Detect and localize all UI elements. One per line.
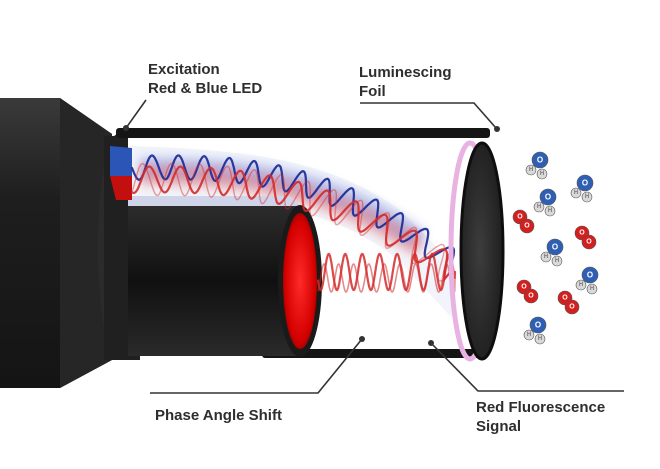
label-foil-line1: Luminescing [359,64,452,81]
red-led-source [110,176,132,200]
hydrogen-atom [570,187,582,199]
leader-dot-phase [359,336,365,342]
hydrogen-atom [551,255,563,267]
label-foil-line2: Foil [359,83,386,100]
oxygen-label: O [586,239,592,246]
hydrogen-atom [540,251,552,263]
leader-excitation [125,99,147,129]
blue-led [110,146,132,176]
hydrogen-label: H [555,258,559,264]
leader-dot-red [428,340,434,346]
hydrogen-label: H [590,286,594,292]
oxygen-label: O [569,304,575,311]
red-fluorescence-wave [316,252,457,292]
sensor-body-taper [60,98,112,388]
hydrogen-atom [586,283,598,295]
oxygen-atom-water [531,151,549,169]
hydrogen-atom [581,191,593,203]
red-fluorescence-wave-2 [317,263,456,293]
hydrogen-label: H [585,194,589,200]
inner-fiber [128,206,300,356]
hydrogen-label: H [537,204,541,210]
hydrogen-label: H [579,282,583,288]
oxygen-label: O [535,321,541,330]
oxygen-label: O [528,293,534,300]
label-phase-line: Phase Angle Shift [155,407,282,424]
oxygen-label: O [521,284,527,291]
oxygen-atom-water [539,188,557,206]
blue-excitation-wave [130,154,456,264]
leader-red-signal [430,342,624,392]
oxygen-label: O [517,214,523,221]
light-channel [132,146,452,318]
oxygen-atom [519,218,535,234]
label-luminescing-foil: Luminescing Foil [359,63,452,101]
oxygen-label: O [545,193,551,202]
oxygen-atom-water [576,174,594,192]
hydrogen-label: H [544,254,548,260]
leader-phase [150,338,363,394]
label-red-line1: Red Fluorescence [476,399,606,416]
hydrogen-atom [544,205,556,217]
luminescing-foil [461,143,503,359]
label-excitation-line2: Red & Blue LED [148,80,263,97]
label-red-line2: Signal [476,418,522,435]
label-phase-angle-shift: Phase Angle Shift [155,406,282,425]
hydrogen-atom [534,333,546,345]
leader-dot-foil [494,126,500,132]
label-red-fluorescence: Red Fluorescence Signal [476,398,605,436]
hydrogen-label: H [529,167,533,173]
oxygen-atom-water [529,316,547,334]
label-excitation: Excitation Red & Blue LED [148,60,262,98]
hydrogen-atom [523,329,535,341]
oxygen-atom [581,234,597,250]
hydrogen-atom [533,201,545,213]
hydrogen-label: H [548,208,552,214]
red-excitation-wave-faint [131,162,453,282]
label-excitation-line1: Excitation [148,61,220,78]
hydrogen-atom [575,279,587,291]
oxygen-label: O [524,223,530,230]
hydrogen-label: H [527,332,531,338]
leader-dot-excitation [123,125,129,131]
hydrogen-atom [525,164,537,176]
oxygen-atom-water [581,266,599,284]
red-excitation-wave [131,165,454,282]
oxygen-atom [564,299,580,315]
hydrogen-label: H [574,190,578,196]
red-led [283,213,317,349]
oxygen-atom [523,288,539,304]
oxygen-atom-water [546,238,564,256]
oxygen-label: O [582,179,588,188]
oxygen-label: O [552,243,558,252]
hydrogen-label: H [540,171,544,177]
hydrogen-label: H [538,336,542,342]
leader-foil [360,102,497,129]
oxygen-label: O [562,295,568,302]
leader-lines [125,99,624,394]
oxygen-label: O [587,271,593,280]
oxygen-label: O [537,156,543,165]
tube-top-wall [116,128,490,138]
tube-bottom-wall [262,349,486,358]
oxygen-label: O [579,230,585,237]
hydrogen-atom [536,168,548,180]
wave-layer [130,154,457,293]
